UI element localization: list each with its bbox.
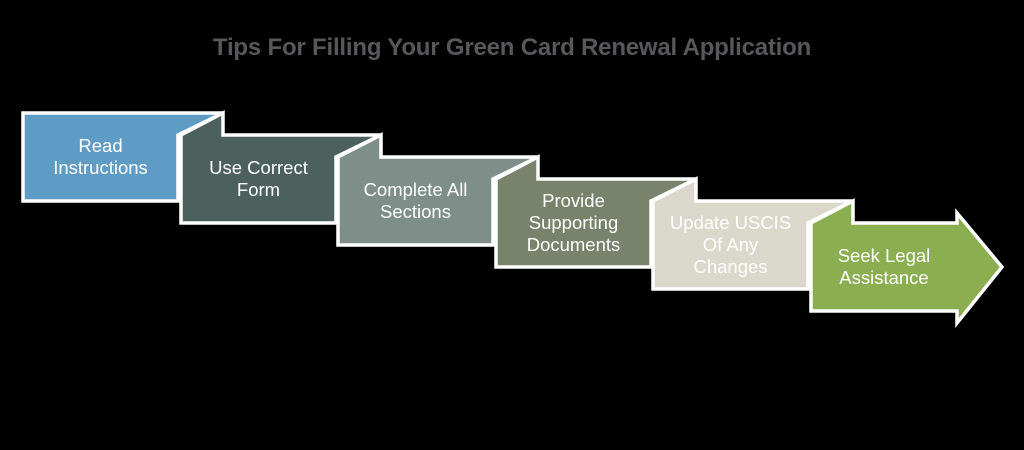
step-5-line-2: Of Any	[702, 234, 759, 255]
step-2-line-1: Use Correct	[209, 157, 308, 178]
step-3-label: Complete All Sections	[338, 157, 493, 245]
step-2-label: Use Correct Form	[181, 135, 336, 223]
step-1-line-2: Instructions	[53, 157, 148, 178]
step-3-line-2: Sections	[380, 201, 451, 222]
step-1-read-instructions-shape	[21, 111, 224, 203]
step-4-label: Provide Supporting Documents	[496, 179, 651, 267]
step-6-seek-legal-assistance-arrow-shape	[809, 198, 1005, 328]
step-3-line-1: Complete All	[363, 179, 468, 200]
step-1-label: Read Instructions	[23, 113, 178, 201]
step-5-line-1: Update USCIS	[669, 212, 792, 233]
diagram-title: Tips For Filling Your Green Card Renewal…	[212, 34, 812, 61]
step-4-line-1: Provide	[542, 190, 605, 211]
step-5-label: Update USCIS Of Any Changes	[653, 201, 808, 289]
step-6-label: Seek Legal Assistance	[811, 223, 957, 311]
step-4-line-2: Supporting	[528, 212, 619, 233]
step-6-line-1: Seek Legal	[837, 245, 931, 266]
step-6-line-2: Assistance	[839, 267, 929, 288]
step-5-line-3: Changes	[693, 256, 768, 277]
step-4-line-3: Documents	[526, 234, 621, 255]
step-1-line-1: Read	[78, 135, 123, 156]
step-2-line-2: Form	[236, 179, 281, 200]
